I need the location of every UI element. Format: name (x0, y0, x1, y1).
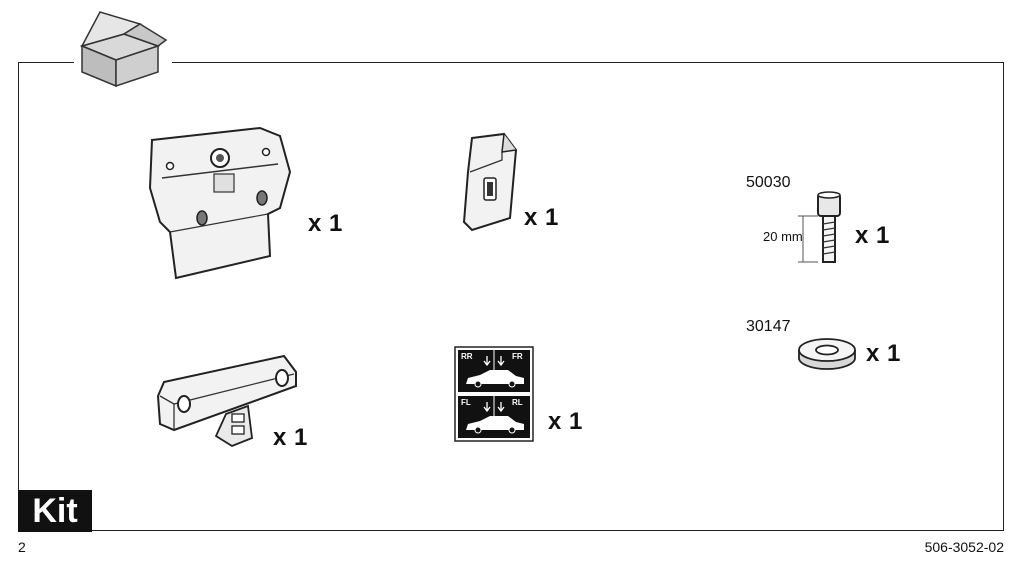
page-number: 2 (18, 539, 26, 555)
sticker-label-fl: FL (461, 398, 471, 407)
document-number: 506-3052-02 (924, 539, 1004, 555)
bolt-part-number: 50030 (746, 174, 791, 191)
bracket-quantity: x 1 (308, 210, 343, 237)
sticker-label-rl: RL (512, 398, 523, 407)
clip-part (462, 132, 518, 232)
washer-part (798, 338, 856, 370)
washer-part-number: 30147 (746, 318, 791, 335)
adapter-plate-part (156, 354, 297, 448)
kit-section-label: Kit (18, 490, 92, 532)
adapter-plate-quantity: x 1 (273, 424, 308, 451)
sticker-label-fr: FR (512, 352, 523, 361)
bracket-part (148, 126, 292, 280)
sticker-label-rr: RR (461, 352, 473, 361)
washer-quantity: x 1 (866, 340, 901, 367)
kit-frame (18, 62, 1004, 531)
bolt-quantity: x 1 (855, 222, 890, 249)
open-box-icon (74, 6, 172, 90)
bolt-part (798, 191, 841, 263)
clip-quantity: x 1 (524, 204, 559, 231)
bolt-length-label: 20 mm (763, 229, 803, 244)
position-stickers-part (454, 346, 534, 442)
position-stickers-quantity: x 1 (548, 408, 583, 435)
